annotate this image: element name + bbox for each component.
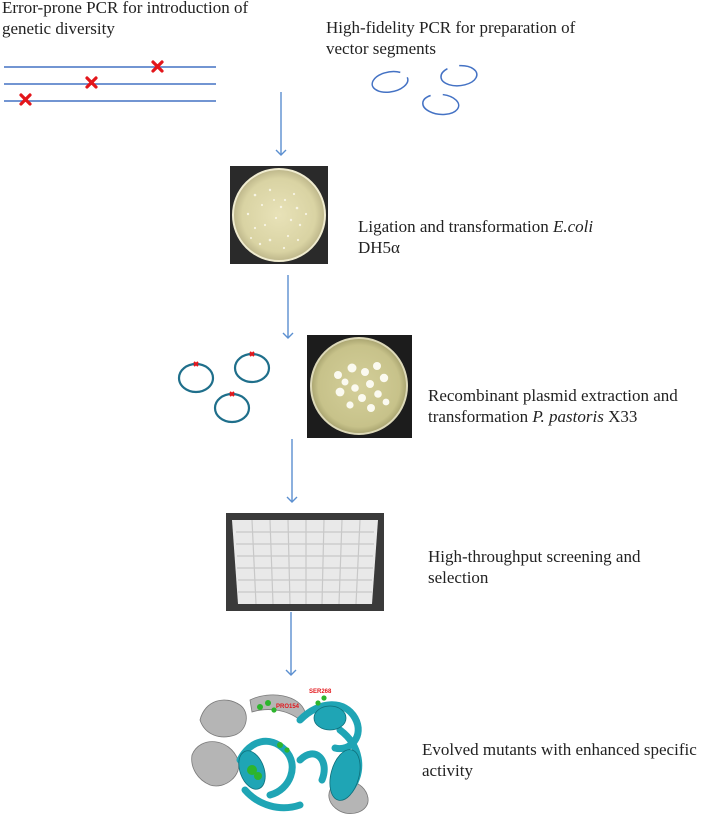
recombinant-plasmids	[177, 351, 271, 424]
vector-segment	[422, 93, 460, 116]
petri-dish-ecoli	[230, 166, 328, 264]
screening-label: High-throughput screening and selection	[428, 547, 641, 587]
recombinant-strain: X33	[603, 407, 638, 426]
ligation-text: Ligation and transformation	[358, 217, 553, 236]
mutation-mark	[85, 76, 98, 89]
recombinant-text: transformation	[428, 407, 533, 426]
vector-segment	[440, 64, 478, 87]
vector-segments	[371, 64, 478, 116]
residue-label-ser: SER268	[309, 689, 332, 695]
dna-strands	[4, 60, 216, 106]
residue-label-pro: PRO154	[276, 704, 300, 710]
flow-arrows	[275, 92, 298, 676]
plasmid	[233, 352, 271, 384]
mutation-mark	[151, 60, 164, 73]
plasmid	[213, 392, 251, 424]
plasmid	[177, 362, 215, 394]
error-prone-pcr-label: Error-prone PCR for introduction of gene…	[2, 0, 249, 38]
protein-structure: PRO154 SER268	[191, 689, 369, 814]
recombinant-line1: Recombinant plasmid extraction and	[428, 386, 678, 405]
vector-segment	[371, 70, 409, 93]
deep-well-plate	[226, 513, 384, 611]
evolved-mutants-label: Evolved mutants with enhanced specific a…	[422, 740, 697, 780]
ligation-species: E.coli	[552, 217, 594, 236]
ligation-strain: DH5α	[358, 238, 400, 257]
recombinant-species: P. pastoris	[532, 407, 604, 426]
recombinant-label: Recombinant plasmid extraction and transf…	[428, 385, 708, 427]
petri-dish-pastoris	[307, 335, 412, 438]
mutation-mark	[19, 93, 32, 106]
high-fidelity-pcr-label: High-fidelity PCR for preparation of vec…	[326, 18, 576, 58]
